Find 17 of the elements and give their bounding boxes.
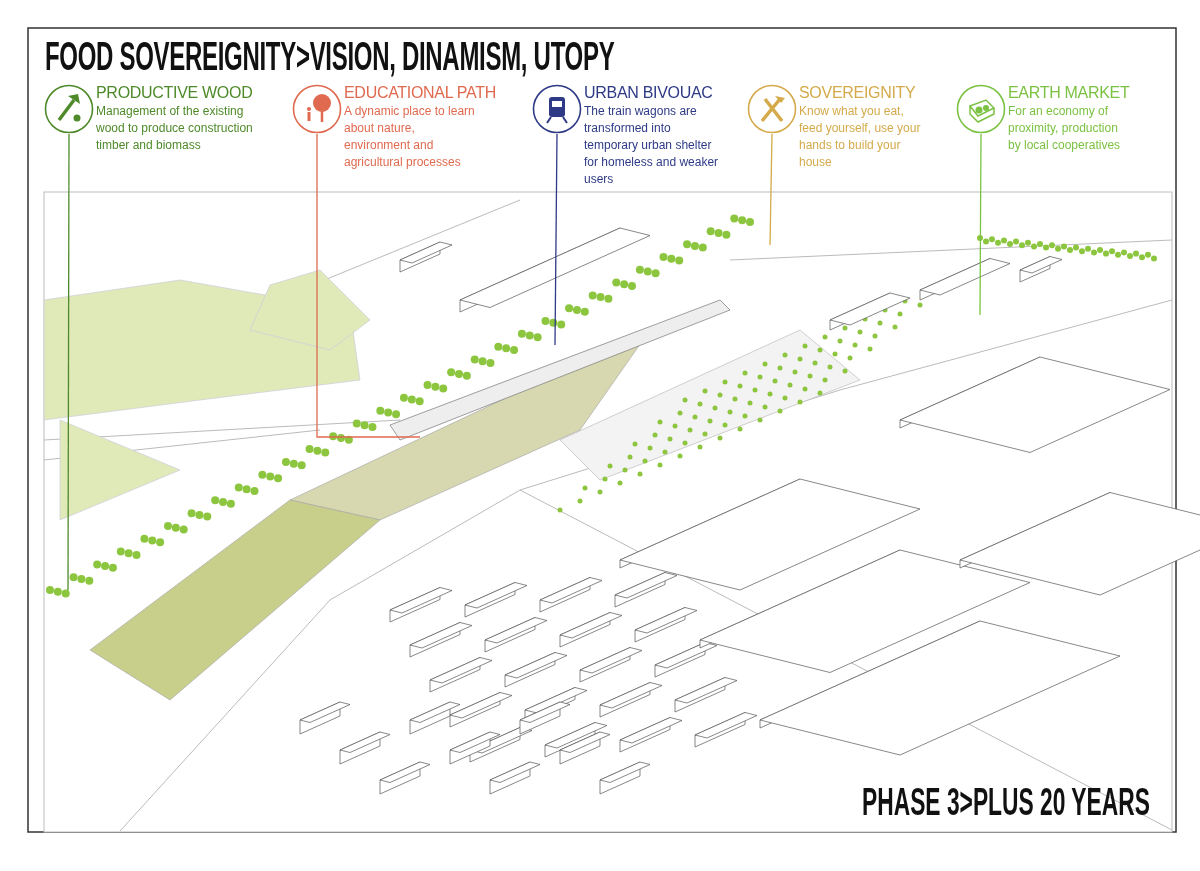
callout-description: For an economy of proximity, production by local cooperatives (1008, 103, 1122, 154)
callout-description: The train wagons are transformed into temporary urban shelter for homeless and weaker users (584, 103, 720, 188)
callout-heading: SOVEREIGNITY (799, 84, 916, 102)
diagram-title: FOOD SOVEREIGNITY>VISION, DINAMISM, UTOPY (45, 34, 615, 78)
callout-description: A dynamic place to learn about nature, environment and agricultural processes (344, 103, 476, 171)
callout-description: Know what you eat, feed yourself, use your hands to build your house (799, 103, 922, 171)
callout-description: Management of the existing wood to produce construction timber and biomass (96, 103, 254, 154)
leader-line (316, 133, 421, 438)
leader-line (769, 133, 773, 246)
leader-line (979, 133, 982, 316)
callout-heading: EARTH MARKET (1008, 84, 1130, 102)
leader-line (67, 133, 70, 591)
callout-heading: EDUCATIONAL PATH (344, 84, 496, 102)
callout-heading: URBAN BIVOUAC (584, 84, 713, 102)
callout-heading: PRODUCTIVE WOOD (96, 84, 253, 102)
phase-label: PHASE 3>PLUS 20 YEARS (862, 782, 1150, 822)
leader-line (554, 133, 558, 346)
